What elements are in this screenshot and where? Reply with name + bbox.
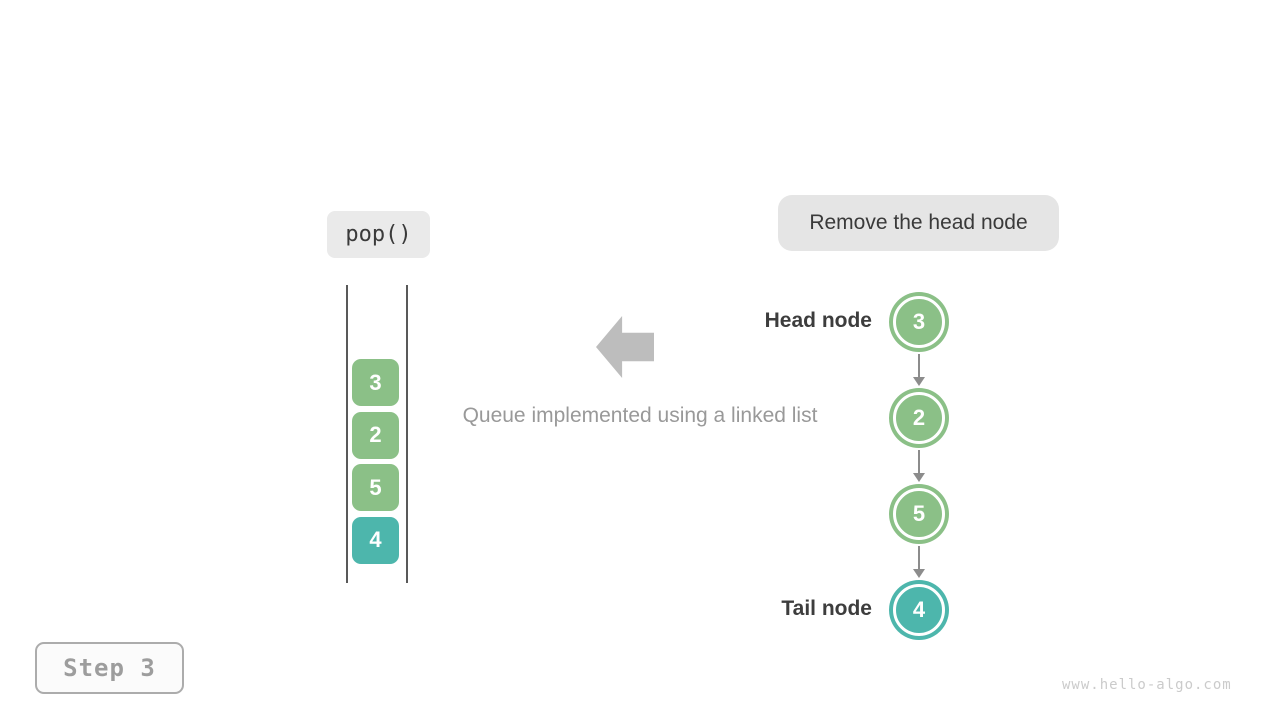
head-node-label: Head node [764, 309, 872, 332]
left-arrow-icon [596, 316, 654, 378]
linked-list-node: 5 [893, 488, 945, 540]
caption: Queue implemented using a linked list [462, 404, 818, 427]
node-link-arrow [918, 354, 920, 379]
node-link-arrowhead [913, 473, 925, 482]
queue-item: 3 [352, 359, 399, 406]
queue-item: 5 [352, 464, 399, 511]
queue-container-left-wall [346, 285, 348, 583]
node-link-arrow [918, 546, 920, 571]
queue-item: 2 [352, 411, 399, 459]
node-link-arrow [918, 450, 920, 475]
step-badge: Step 3 [35, 642, 184, 694]
annotation-bubble: Remove the head node [778, 195, 1059, 251]
queue-container-right-wall [406, 285, 408, 583]
linked-list-node: 2 [893, 392, 945, 444]
operation-label: pop() [327, 211, 430, 258]
tail-node-label: Tail node [781, 597, 872, 620]
node-link-arrowhead [913, 569, 925, 578]
linked-list-node: 3 [893, 296, 945, 348]
node-link-arrowhead [913, 377, 925, 386]
queue-item: 4 [352, 516, 399, 564]
linked-list-node: 4 [893, 584, 945, 636]
watermark: www.hello-algo.com [1062, 677, 1232, 693]
